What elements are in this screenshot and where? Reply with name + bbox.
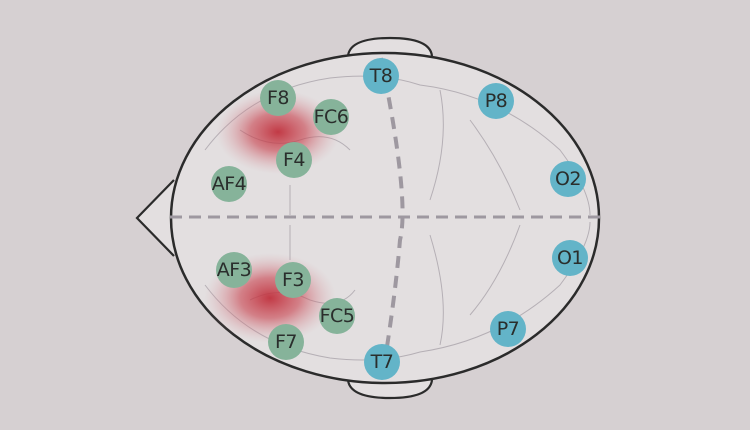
electrode-label: F8 xyxy=(266,87,290,109)
electrode-p8: P8 xyxy=(478,83,514,119)
electrode-o1: O1 xyxy=(552,240,588,276)
electrode-fc5: FC5 xyxy=(319,298,355,334)
electrode-o2: O2 xyxy=(550,161,586,197)
electrode-label: FC5 xyxy=(319,305,355,327)
electrode-label: P8 xyxy=(484,90,508,112)
electrode-fc6: FC6 xyxy=(313,99,349,135)
electrode-label: F4 xyxy=(282,149,306,171)
electrode-f8: F8 xyxy=(260,80,296,116)
electrode-label: T8 xyxy=(369,65,393,87)
electrode-label: T7 xyxy=(370,351,394,373)
electrode-f7: F7 xyxy=(268,324,304,360)
ear-bottom xyxy=(346,379,434,400)
electrode-p7: P7 xyxy=(490,311,526,347)
electrode-label: AF4 xyxy=(211,173,247,195)
electrode-label: O1 xyxy=(556,247,584,269)
electrode-f4: F4 xyxy=(276,142,312,178)
electrode-label: P7 xyxy=(496,318,520,340)
electrode-t7: T7 xyxy=(364,344,400,380)
nose xyxy=(135,179,175,257)
electrode-label: O2 xyxy=(554,168,582,190)
electrode-label: F7 xyxy=(274,331,298,353)
electrode-af4: AF4 xyxy=(211,166,247,202)
midline-vertical xyxy=(379,57,405,379)
electrode-af3: AF3 xyxy=(216,252,252,288)
electrode-f3: F3 xyxy=(275,262,311,298)
ear-top xyxy=(346,36,434,57)
electrode-label: FC6 xyxy=(313,106,349,128)
electrode-label: F3 xyxy=(281,269,305,291)
electrode-label: AF3 xyxy=(216,259,252,281)
electrode-t8: T8 xyxy=(363,58,399,94)
